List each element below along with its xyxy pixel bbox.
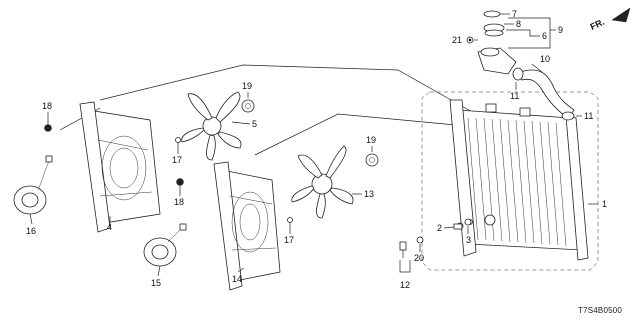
callout-7: 7 (512, 9, 517, 19)
fan-motor-right (143, 223, 187, 267)
arrow-icon (611, 7, 631, 23)
callout-19-right: 19 (366, 135, 376, 145)
mount-bolt (399, 241, 407, 258)
callout-17-lower: 17 (284, 235, 294, 245)
flange-bolt-upper (44, 118, 52, 132)
screw-lower (287, 217, 293, 230)
fan-shroud-left (79, 101, 161, 233)
callout-leaders (29, 13, 598, 277)
screw-upper (175, 137, 181, 150)
diagram-code: T7S4B0500 (578, 306, 622, 315)
callout-2: 2 (437, 223, 442, 233)
callout-9: 9 (558, 25, 563, 35)
callout-8: 8 (516, 19, 521, 29)
callout-10: 10 (540, 54, 550, 64)
callout-21: 21 (452, 35, 462, 45)
fan-motor-left (13, 155, 53, 215)
drain-cock (453, 223, 463, 230)
front-label: FR. (589, 17, 606, 32)
callout-labels: 1 2 3 4 5 6 7 8 9 10 11 11 12 13 14 15 1… (26, 9, 607, 290)
callout-4: 4 (107, 222, 112, 232)
hose-clamp-upper (512, 67, 524, 81)
front-direction-arrow: FR. (589, 7, 631, 32)
radiator (449, 99, 589, 261)
rubber-mount-right (365, 153, 379, 167)
drain-o-ring (464, 218, 472, 226)
flange-bolt-lower (176, 178, 184, 192)
callout-16: 16 (26, 226, 36, 236)
callout-1: 1 (602, 199, 607, 209)
callout-15: 15 (151, 278, 161, 288)
mount-washer (416, 236, 424, 244)
callout-18-lower: 18 (174, 197, 184, 207)
cooling-fan-right (291, 145, 354, 219)
cooling-fan-left (181, 91, 242, 161)
callout-5: 5 (252, 119, 257, 129)
rubber-mount-left (241, 99, 255, 113)
callout-19-left: 19 (242, 81, 252, 91)
callout-13: 13 (364, 189, 374, 199)
callout-6: 6 (542, 31, 547, 41)
callout-12: 12 (400, 280, 410, 290)
callout-11-upper: 11 (510, 91, 519, 101)
callout-3: 3 (466, 235, 471, 245)
reservoir-cap-assembly (466, 10, 517, 75)
callout-18-upper: 18 (42, 101, 52, 111)
callout-14: 14 (232, 274, 242, 284)
radiator-assembly-outline (421, 91, 599, 271)
callout-20: 20 (414, 253, 424, 263)
hose-clamp-lower (561, 111, 575, 121)
callout-11-lower: 11 (584, 111, 593, 121)
callout-17-upper: 17 (172, 155, 182, 165)
fan-shroud-right (213, 161, 281, 291)
